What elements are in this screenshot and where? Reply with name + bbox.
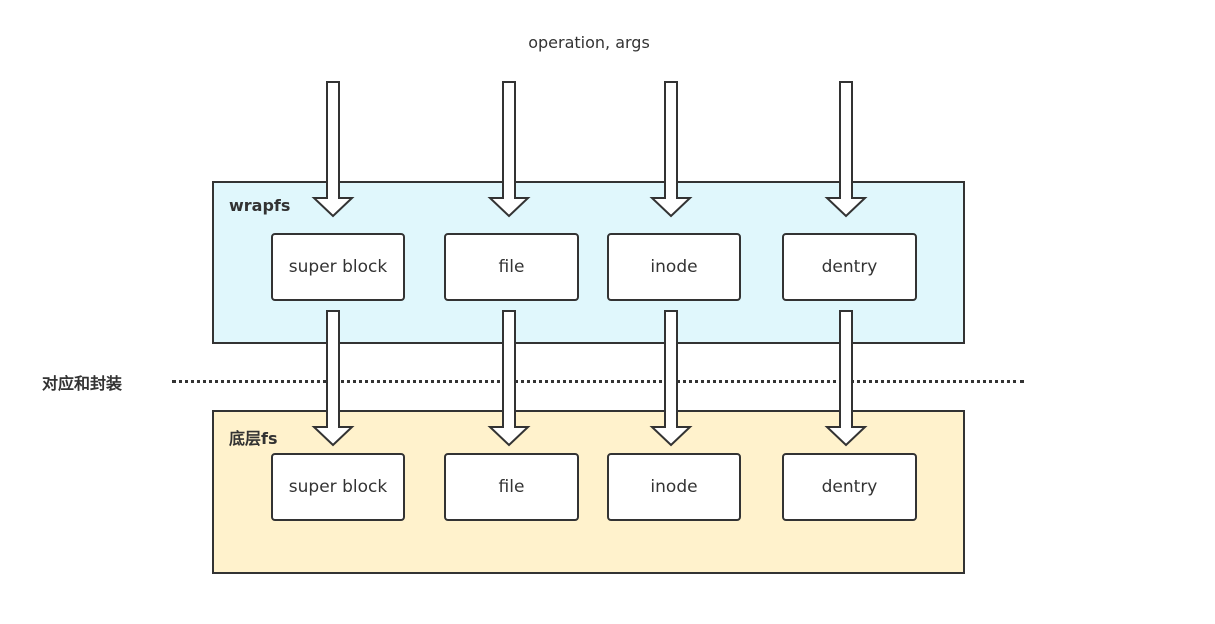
mapping-divider-label: 对应和封装 (42, 374, 123, 393)
wrapfs-dentry-node: dentry (782, 233, 917, 301)
mapping-divider-line (172, 380, 1024, 383)
wrapfs-layer-title: wrapfs (229, 196, 291, 215)
lower-fs-layer-title: 底层fs (229, 429, 278, 448)
wrapfs-inode-node: inode (607, 233, 741, 301)
lower-dentry-node: dentry (782, 453, 917, 521)
wrapfs-super-block-node: super block (271, 233, 405, 301)
lower-super-block-node: super block (271, 453, 405, 521)
wrapfs-file-node: file (444, 233, 579, 301)
lower-file-node: file (444, 453, 579, 521)
lower-inode-node: inode (607, 453, 741, 521)
input-label: operation, args (528, 33, 650, 52)
